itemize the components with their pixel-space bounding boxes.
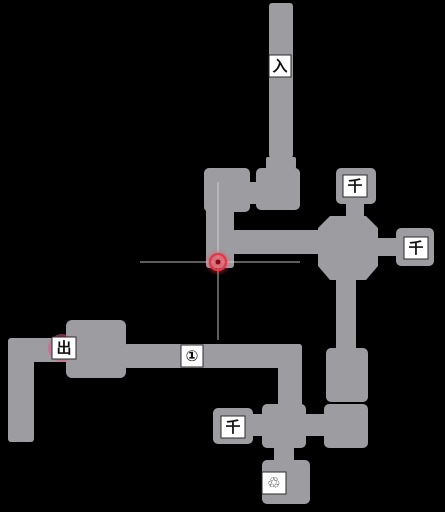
- marker-checkpoint-1-label: ①: [186, 347, 199, 365]
- room-center: [318, 216, 378, 280]
- room-exit-hall: [66, 320, 126, 378]
- marker-exit: 出: [51, 336, 77, 360]
- marker-thousand-right: 千: [403, 236, 429, 260]
- entrance-corridor: [269, 3, 293, 158]
- marker-thousand-bottom: 千: [220, 415, 246, 439]
- marker-thousand-bottom-label: 千: [225, 418, 240, 436]
- corridor-upper-link: [236, 182, 266, 204]
- room-bottom-center: [262, 404, 306, 448]
- room-right-lower-b: [324, 404, 368, 448]
- room-upper-mid: [256, 168, 300, 210]
- marker-recycle: ♲: [261, 471, 287, 495]
- room-right-lower-a: [326, 348, 368, 402]
- corridor-checkpoint-horizontal: [124, 344, 302, 368]
- marker-thousand-top: 千: [342, 174, 368, 198]
- corridor-right-lower-link: [300, 414, 330, 436]
- marker-entrance: 入: [268, 54, 292, 78]
- marker-thousand-top-label: 千: [347, 177, 362, 195]
- corridor-checkpoint-vertical: [278, 344, 302, 410]
- player-position-marker: [204, 248, 232, 276]
- corridor-thousand-top: [346, 198, 364, 220]
- corridor-horizontal-mid: [232, 230, 322, 254]
- marker-entrance-label: 入: [272, 57, 287, 75]
- recycle-icon: ♲: [267, 474, 280, 492]
- corridor-center-down: [336, 276, 356, 356]
- marker-checkpoint-1: ①: [180, 344, 204, 368]
- corridor-far-left: [8, 338, 34, 442]
- marker-thousand-right-label: 千: [408, 239, 423, 257]
- corridor-block-a: [266, 157, 296, 169]
- corridor-thousand-right: [372, 238, 400, 256]
- marker-exit-label: 出: [56, 339, 71, 357]
